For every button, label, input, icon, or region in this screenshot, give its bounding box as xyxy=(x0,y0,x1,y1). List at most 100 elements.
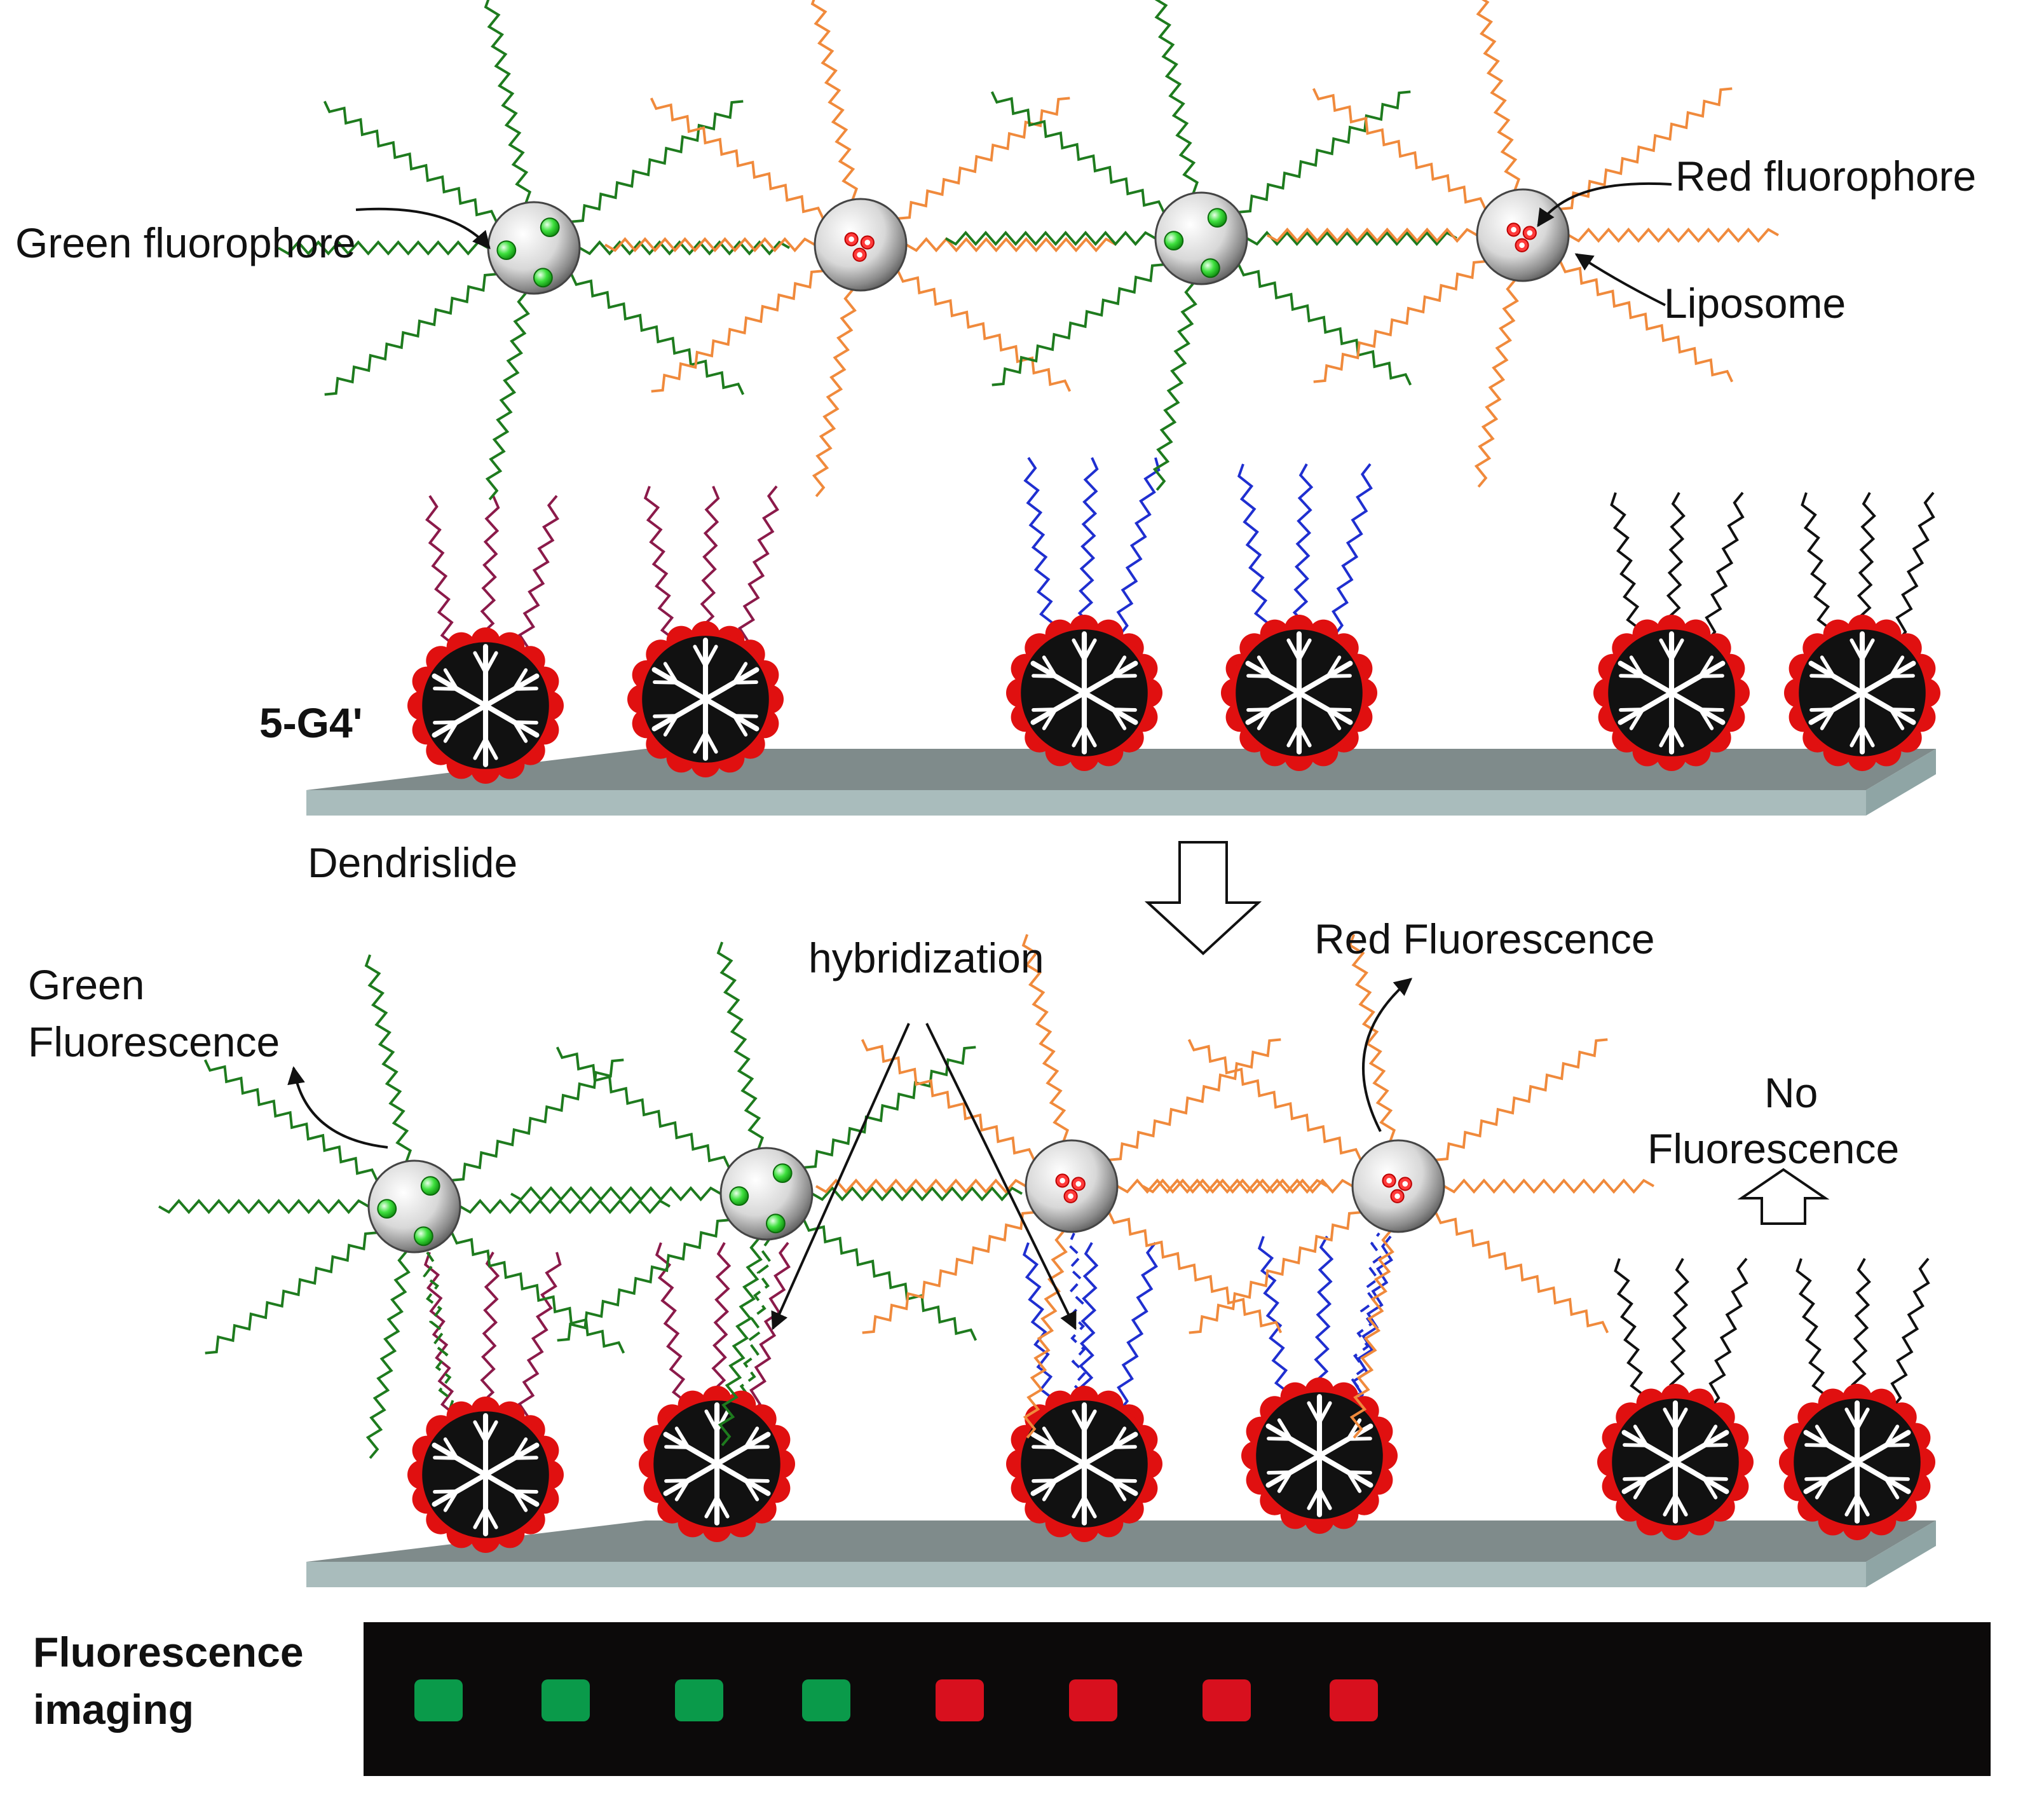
probe-strand-blue xyxy=(1237,463,1271,636)
dendrimer-branch xyxy=(482,1442,540,1478)
orange-strand xyxy=(1108,1212,1283,1334)
dendrimer-bottom-2 xyxy=(639,1386,795,1543)
red-fluorophore-core xyxy=(1075,1181,1082,1187)
up-arrow-no-fluorescence xyxy=(1737,1168,1830,1225)
orange-strand xyxy=(1474,279,1519,488)
dendrimer-branch xyxy=(1081,690,1138,725)
dendrimer-branch xyxy=(1316,1423,1373,1459)
dendrimer-subbranch xyxy=(1111,707,1127,730)
dendrimer-subbranch xyxy=(693,730,707,754)
dendrimer-subbranch xyxy=(1673,1493,1688,1517)
green-strand xyxy=(278,240,489,256)
dendrimer-subbranch xyxy=(1072,724,1086,748)
dendrimer-subbranch xyxy=(1307,1487,1321,1510)
green-strand xyxy=(571,100,744,223)
probe-strand-blue xyxy=(1292,463,1314,636)
green-strand xyxy=(485,292,530,501)
dendrimer-branch xyxy=(1296,660,1353,696)
dendrimer-subbranch xyxy=(1884,1425,1900,1447)
fluorescence-spot-red xyxy=(936,1679,984,1721)
dendrimer-branch xyxy=(432,1472,489,1507)
dendrimer-subbranch xyxy=(1032,1479,1058,1483)
green-strand xyxy=(1237,264,1412,386)
dendrimer-subbranch xyxy=(473,1506,487,1529)
orange-strand xyxy=(1108,1038,1281,1161)
probe-strand-black xyxy=(1610,492,1642,643)
dendrimer-subbranch xyxy=(1698,707,1714,730)
red-fluorophore-core xyxy=(1402,1181,1408,1187)
hybridized-strand xyxy=(1349,1232,1384,1403)
dendrimer-branch xyxy=(1296,690,1353,725)
dendrimer-subbranch xyxy=(1267,1437,1293,1441)
dendrimer-subbranch xyxy=(1297,638,1312,662)
fluorescence-spot-green xyxy=(414,1679,463,1721)
dendrimer-subbranch xyxy=(653,680,679,685)
probe-strand-black xyxy=(1614,1258,1646,1409)
dendrimer-subbranch xyxy=(1042,707,1058,730)
dendrimer-branch xyxy=(1668,660,1726,696)
dendrimer-subbranch xyxy=(484,737,498,760)
dendrimer-bottom-6 xyxy=(1778,1383,1936,1541)
dendrimer-subbranch xyxy=(1111,655,1127,678)
dendrimer-subbranch xyxy=(1318,1487,1332,1510)
dendrimer-subbranch xyxy=(1855,1493,1870,1517)
dendrimer-subbranch xyxy=(704,1495,719,1519)
dendrimer-subbranch xyxy=(664,1479,690,1483)
dendrimer-top-5 xyxy=(1593,614,1750,771)
dendrimer-subbranch xyxy=(1246,707,1272,712)
label-no-fluorescence-line1: No xyxy=(1764,1069,1818,1116)
green-strand xyxy=(716,941,765,1149)
dendrimer-subbranch xyxy=(1663,1493,1677,1517)
green-strand xyxy=(803,1219,978,1341)
dendrimer-branch xyxy=(1808,690,1865,725)
dendrimer-subbranch xyxy=(732,662,748,685)
probe-strand-black xyxy=(1851,1258,1871,1409)
probe-strand-blue xyxy=(1023,456,1056,636)
liposome-shell xyxy=(1476,188,1570,282)
arrow-liposome xyxy=(1574,253,1666,306)
orange-strand xyxy=(897,97,1070,220)
dendrimer-subbranch xyxy=(1850,724,1864,748)
green-strand xyxy=(158,1198,369,1215)
green-strand xyxy=(510,1185,721,1202)
dendrimer-top-1 xyxy=(407,627,564,784)
dendrimer-branch xyxy=(1081,1431,1138,1467)
dendrimer-branch xyxy=(1859,690,1916,725)
dendrimer-top-6 xyxy=(1783,614,1940,772)
dendrimer-subbranch xyxy=(473,651,487,674)
orange-strand xyxy=(1568,227,1779,243)
probe-strand-maroon xyxy=(643,486,677,652)
orange-strand xyxy=(1267,227,1478,243)
green-fluorophore-dot xyxy=(377,1199,397,1219)
green-strand xyxy=(1246,230,1457,247)
probe-strand-blue xyxy=(1022,1242,1056,1412)
slides-layer xyxy=(306,749,1936,1587)
green-strand xyxy=(1238,90,1411,214)
dendrimer-subbranch xyxy=(1884,1477,1900,1500)
dendrimer-subbranch xyxy=(1326,707,1342,730)
dendrimer-subbranch xyxy=(1702,1425,1718,1447)
dendrimer-subbranch xyxy=(1082,1495,1097,1519)
dendrimer-subbranch xyxy=(512,687,538,691)
dendrimer-subbranch xyxy=(1286,638,1301,662)
orange-strand xyxy=(1312,88,1487,210)
dendrimer-branch xyxy=(1245,690,1302,725)
red-fluorophore-core xyxy=(1394,1193,1400,1199)
liposome-shell xyxy=(814,198,908,292)
dendrimer-branch xyxy=(1668,690,1726,725)
dendrimer-branch xyxy=(432,702,489,738)
dendrimer-subbranch xyxy=(1815,1425,1830,1447)
dendrimer-branch xyxy=(1808,660,1865,696)
dendrimer-bottom-1 xyxy=(407,1397,564,1553)
slide-front-edge xyxy=(306,1562,1866,1587)
probe-strand-black xyxy=(1669,1258,1689,1409)
dendrimer-branch xyxy=(1854,1459,1911,1494)
dendrimer-branch xyxy=(1265,1423,1323,1459)
label-5-g4: 5-G4' xyxy=(259,699,362,746)
dendrimers-layer xyxy=(407,614,1940,1553)
dendrimer-subbranch xyxy=(1670,724,1684,748)
liposome-shell xyxy=(1351,1139,1445,1233)
green-fluorophore-dot xyxy=(1201,258,1220,278)
dendrimer-branch xyxy=(651,667,709,702)
dendrimer-branch xyxy=(1316,1452,1373,1488)
